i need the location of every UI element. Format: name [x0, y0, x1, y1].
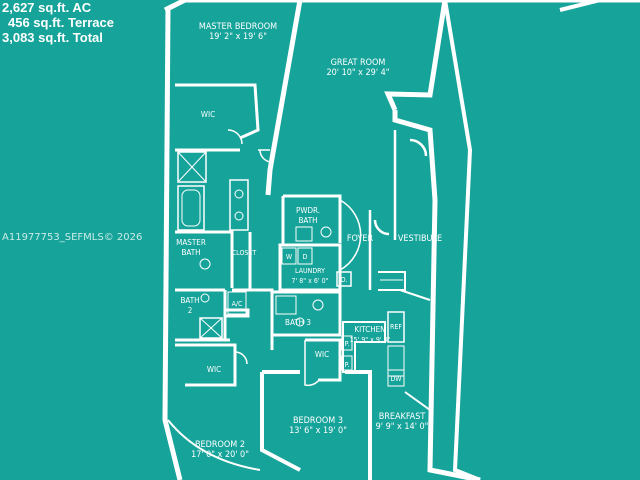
area-summary: 2,627 sq.ft. AC 456 sq.ft. Terrace 3,083… — [2, 0, 114, 45]
breakfast-label: BREAKFAST 9' 9" x 14' 0" — [375, 412, 429, 432]
tub — [177, 185, 205, 231]
foyer-door — [339, 199, 362, 271]
master-door — [258, 149, 273, 163]
dishwasher-label: DW — [390, 375, 402, 383]
kitchen-label: KITCHEN 15' 9" x 9' 3" — [349, 325, 391, 344]
dryer-label: D — [302, 253, 308, 261]
kitchen-island — [378, 271, 406, 291]
powder-bath-label: PWDR. BATH — [296, 206, 320, 225]
laundry — [278, 243, 342, 292]
kitchen-counter — [342, 321, 386, 373]
outer-wall-right — [392, 110, 481, 480]
wic-wall — [175, 83, 260, 152]
area-ac: 2,627 sq.ft. AC — [2, 0, 92, 15]
bath2-label: BATH 2 — [180, 296, 200, 315]
vanity — [229, 179, 249, 231]
great-room-label: GREAT ROOM 20' 10" x 29' 4" — [326, 58, 390, 78]
area-total: 3,083 sq.ft. Total — [2, 30, 103, 45]
shower — [177, 151, 207, 183]
master-bath-label: MASTER BATH — [176, 238, 206, 257]
washer-label: W — [285, 253, 293, 261]
ac-label: A/C — [231, 300, 243, 308]
laundry-label: LAUNDRY 7' 8" x 6' 0" — [291, 267, 329, 285]
powder-bath — [281, 194, 342, 245]
wic-bed2-label: WIC — [206, 365, 222, 374]
pantry-label-1: P. — [344, 340, 350, 348]
wic-door — [227, 129, 243, 145]
mls-watermark: A11977753_SEFMLS© 2026 — [2, 232, 143, 243]
bedroom3-label: BEDROOM 3 13' 6" x 19' 0" — [289, 416, 347, 436]
wic-master-label: WIC — [200, 110, 216, 119]
bedroom2-label: BEDROOM 2 17' 0" x 20' 0" — [191, 440, 249, 460]
foyer-label: FOYER — [346, 234, 374, 244]
master-bedroom-label: MASTER BEDROOM 19' 2" x 19' 6" — [198, 22, 278, 42]
outer-wall — [163, 0, 640, 196]
wic-bed3-label: WIC — [314, 350, 330, 359]
terrace-left — [167, 419, 261, 471]
closet-wall — [250, 288, 274, 350]
terrace-right — [443, 0, 601, 480]
oven-label: O. — [340, 276, 348, 284]
vestibule-wall — [368, 130, 428, 290]
vestibule-label: VESTIBULE — [397, 234, 443, 244]
area-terrace: 456 sq.ft. Terrace — [8, 15, 114, 30]
bath3-label: BATH 3 — [285, 318, 311, 327]
outer-wall-left — [162, 7, 183, 480]
pantry-label-2: P. — [344, 361, 350, 369]
ref-label: REF — [390, 323, 402, 331]
closet-label: CLOSET — [231, 249, 257, 257]
